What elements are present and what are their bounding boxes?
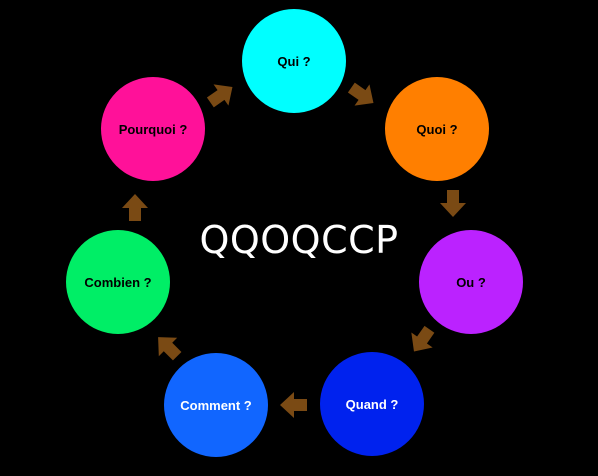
arrow-pourquoi-to-qui xyxy=(206,84,233,108)
node-ou: Ou ? xyxy=(419,230,523,334)
node-comment: Comment ? xyxy=(164,353,268,457)
node-quoi-label: Quoi ? xyxy=(416,121,458,137)
node-pourquoi-label: Pourquoi ? xyxy=(118,121,188,137)
arrow-qui-to-quoi-shape xyxy=(347,82,374,106)
node-combien-label: Combien ? xyxy=(84,274,152,290)
node-pourquoi: Pourquoi ? xyxy=(101,77,205,181)
arrow-quoi-to-ou-shape xyxy=(440,190,466,217)
arrow-comment-to-combien xyxy=(158,337,182,361)
arrow-ou-to-quand-shape xyxy=(411,325,435,352)
node-quand: Quand ? xyxy=(320,352,424,456)
arrow-quand-to-comment xyxy=(280,392,307,418)
arrow-combien-to-pourquoi-shape xyxy=(122,194,148,221)
arrow-combien-to-pourquoi xyxy=(122,194,148,221)
arrow-comment-to-combien-shape xyxy=(158,337,182,361)
node-qui: Qui ? xyxy=(242,9,346,113)
arrow-ou-to-quand xyxy=(411,325,435,352)
node-ou-label: Ou ? xyxy=(456,274,486,290)
node-quand-label: Quand ? xyxy=(345,396,399,412)
arrow-quoi-to-ou xyxy=(440,190,466,217)
node-combien: Combien ? xyxy=(66,230,170,334)
node-quoi: Quoi ? xyxy=(385,77,489,181)
node-qui-label: Qui ? xyxy=(277,53,311,69)
arrow-qui-to-quoi xyxy=(347,82,374,106)
arrow-pourquoi-to-qui-shape xyxy=(206,84,233,108)
arrow-quand-to-comment-shape xyxy=(280,392,307,418)
node-comment-label: Comment ? xyxy=(180,397,252,413)
diagram-title: QQOQCCP xyxy=(199,218,399,262)
